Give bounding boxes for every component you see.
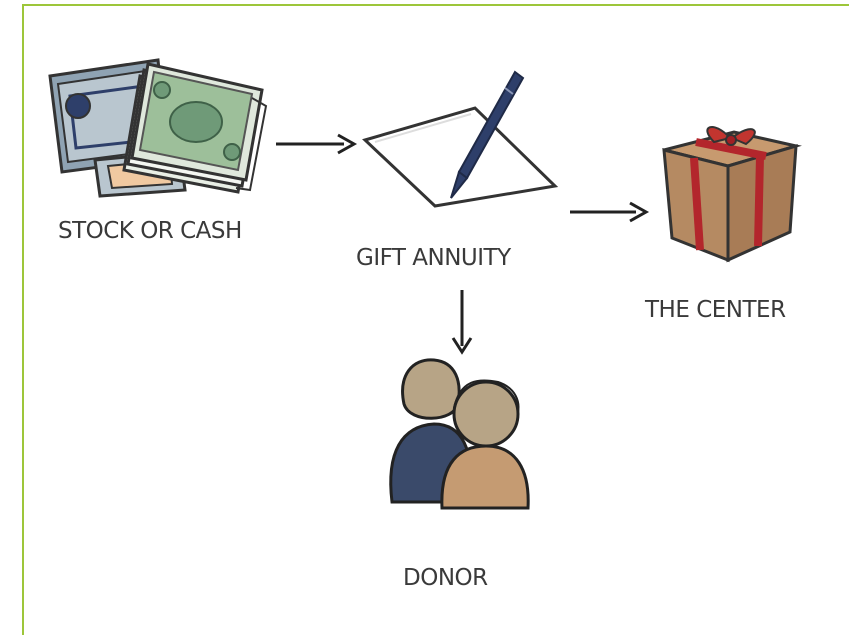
arrow-annuity-to-center xyxy=(570,201,650,223)
cash-bills xyxy=(122,62,268,194)
label-stock-or-cash: STOCK OR CASH xyxy=(58,218,242,244)
arrow-annuity-to-donor xyxy=(451,290,473,355)
frame-top-border xyxy=(22,4,849,6)
label-gift-annuity: GIFT ANNUITY xyxy=(356,245,511,271)
money-and-certificates-icon xyxy=(48,58,268,198)
frame-left-border xyxy=(22,4,24,635)
arrow-stock-to-annuity xyxy=(276,133,358,155)
couple-icon xyxy=(389,358,530,510)
signing-document-icon xyxy=(362,70,559,208)
gift-box-icon xyxy=(662,126,802,263)
label-donor: DONOR xyxy=(403,565,488,591)
label-the-center: THE CENTER xyxy=(645,297,786,323)
